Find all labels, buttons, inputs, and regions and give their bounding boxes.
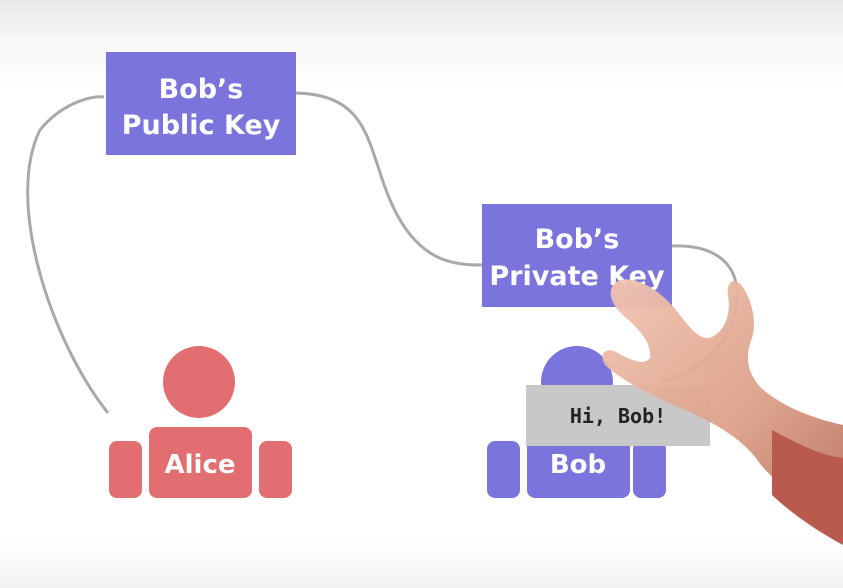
private-key-label-line1: Bob’s xyxy=(535,224,620,255)
presenter-hand xyxy=(602,279,843,545)
connector-alice-to-public-key xyxy=(26,95,110,414)
public-key-box: Bob’s Public Key xyxy=(106,52,296,155)
alice-figure: Alice xyxy=(109,346,292,498)
connector-public-to-private-key xyxy=(295,91,483,267)
bob-label: Bob xyxy=(550,450,606,480)
public-key-label-line1: Bob’s xyxy=(159,74,244,105)
alice-label: Alice xyxy=(165,450,236,480)
bob-left-arm xyxy=(487,441,520,498)
alice-head xyxy=(163,346,235,418)
alice-left-arm xyxy=(109,441,142,498)
public-key-label-line2: Public Key xyxy=(122,110,281,141)
alice-body xyxy=(149,427,252,498)
sleeve xyxy=(772,430,843,545)
message-text: Hi, Bob! xyxy=(570,404,666,428)
alice-right-arm xyxy=(259,441,292,498)
bob-right-arm xyxy=(633,441,666,498)
